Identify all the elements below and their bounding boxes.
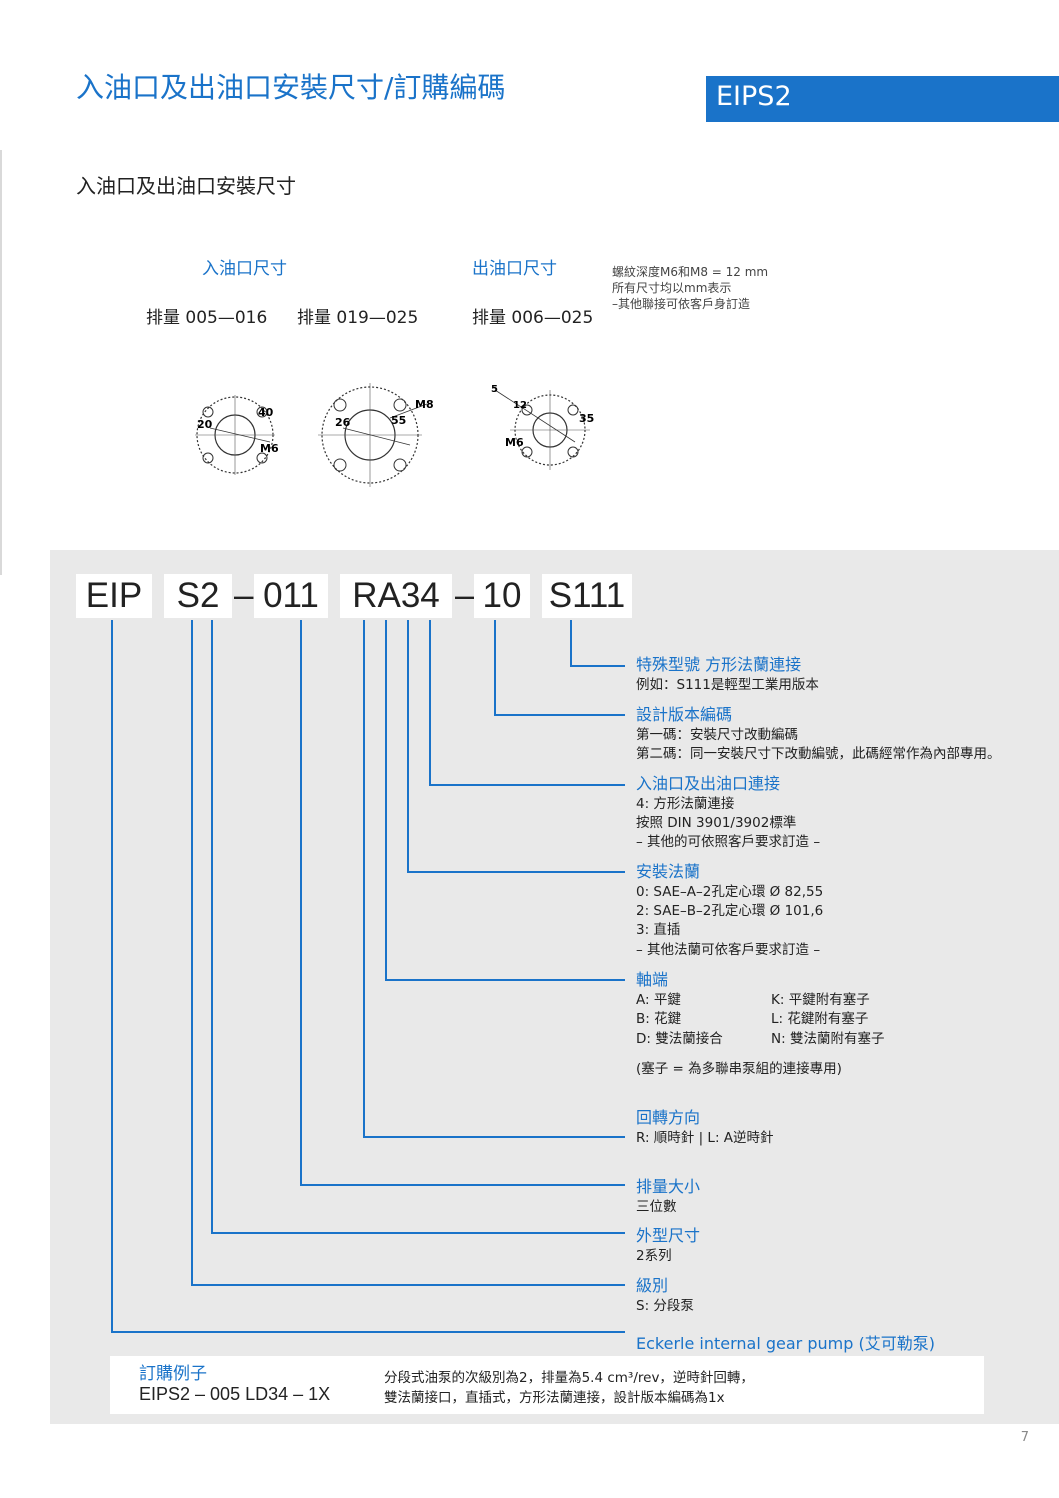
dim-label: M8 — [415, 398, 434, 411]
connector-line — [300, 620, 302, 1186]
connector-line — [191, 620, 193, 1286]
connector-line — [407, 871, 625, 873]
connector-line — [494, 714, 625, 716]
order-example-label: 訂購例子 — [139, 1364, 207, 1384]
connector-line — [407, 620, 409, 873]
item-title-special-model: 特殊型號 方形法蘭連接 — [636, 655, 802, 674]
dim-label: 12 — [513, 400, 527, 411]
item-line: 3: 直插 — [636, 922, 681, 938]
order-example-code: EIPS2 – 005 LD34 – 1X — [139, 1384, 331, 1404]
inlet-flange-drawing-large: M8 26 55 — [318, 383, 434, 487]
section-title: 入油口及出油口安裝尺寸 — [76, 174, 296, 198]
order-example-desc: 雙法蘭接口，直插式，方形法蘭連接，設計版本編碼為1x — [384, 1390, 725, 1406]
connector-line — [191, 1284, 625, 1286]
item-title-frame-size: 外型尺寸 — [636, 1226, 701, 1245]
item-title-class: 級別 — [636, 1276, 669, 1295]
connector-line — [494, 620, 496, 716]
connector-line — [570, 620, 572, 666]
page-number: 7 — [1020, 1430, 1029, 1445]
note-line: –其他聯接可依客戶身訂造 — [612, 297, 751, 311]
dim-label: 26 — [335, 416, 351, 429]
item-line: S: 分段泵 — [636, 1298, 694, 1314]
item-line: 第一碼：安裝尺寸改動編碼 — [636, 727, 798, 743]
item-line: 例如：S111是輕型工業用版本 — [636, 677, 819, 693]
connector-line — [211, 1232, 625, 1234]
connector-line — [429, 784, 625, 786]
item-line: 三位數 — [636, 1199, 677, 1215]
dim-label: 55 — [391, 414, 406, 427]
connector-line — [111, 620, 113, 1333]
item-title-design-version: 設計版本編碼 — [636, 705, 733, 724]
order-example-box — [110, 1356, 984, 1414]
connector-line — [111, 1331, 625, 1333]
connector-line — [570, 665, 625, 667]
item-line: D: 雙法蘭接合 — [636, 1031, 723, 1047]
item-line: N: 雙法蘭附有塞子 — [771, 1031, 885, 1047]
note-line: 螺紋深度M6和M8 = 12 mm — [612, 265, 769, 279]
connector-line — [300, 1184, 625, 1186]
note-line: 所有尺寸均以mm表示 — [612, 281, 732, 295]
item-line: 2系列 — [636, 1248, 672, 1264]
code-dash: – — [234, 576, 254, 615]
displacement-label-1: 排量 005—016 — [146, 308, 268, 328]
item-line: K: 平鍵附有塞子 — [771, 992, 870, 1008]
item-line: 2: SAE–B–2孔定心環 Ø 101,6 — [636, 903, 824, 919]
connector-line — [429, 620, 431, 786]
connector-line — [385, 979, 625, 981]
inlet-flange-drawing-small: 40 20 M6 — [195, 395, 279, 475]
item-line: – 其他法蘭可依客戶要求訂造 – — [636, 942, 821, 958]
dim-label: 20 — [197, 418, 213, 431]
code-segment-eip: EIP — [76, 574, 152, 618]
outlet-flange-drawing: 5 12 35 M6 — [491, 384, 594, 470]
item-line: 0: SAE–A–2孔定心環 Ø 82,55 — [636, 884, 824, 900]
connector-line — [385, 620, 387, 981]
order-code-panel — [50, 550, 1059, 1424]
item-title-displacement: 排量大小 — [636, 1177, 701, 1196]
item-line: – 其他的可依照客戶要求訂造 – — [636, 834, 821, 850]
code-segment-011: 011 — [254, 574, 328, 618]
item-title-shaft-end: 軸端 — [636, 970, 669, 989]
item-line: 按照 DIN 3901/3902標準 — [636, 815, 797, 831]
code-dash: – — [455, 576, 475, 615]
item-title-mounting-flange: 安裝法蘭 — [636, 862, 701, 881]
item-line: R: 順時針 | L: A逆時針 — [636, 1130, 774, 1146]
code-segment-10: 10 — [474, 574, 530, 618]
dim-label: 35 — [579, 412, 594, 425]
connector-line — [363, 620, 365, 1138]
displacement-label-3: 排量 006—025 — [472, 308, 594, 328]
item-note: (塞子 = 為多聯串泵組的連接專用) — [636, 1061, 842, 1077]
code-segment-ra34: RA34 — [340, 574, 452, 618]
item-line: B: 花鍵 — [636, 1011, 682, 1027]
displacement-label-2: 排量 019—025 — [297, 308, 419, 328]
left-margin-rule — [0, 150, 2, 575]
dim-label: M6 — [260, 442, 279, 455]
header-badge-label: EIPS2 — [716, 81, 792, 112]
dimension-notes: 螺紋深度M6和M8 = 12 mm 所有尺寸均以mm表示 –其他聯接可依客戶身訂… — [612, 264, 768, 312]
code-segment-s2: S2 — [164, 574, 232, 618]
item-title-rotation: 回轉方向 — [636, 1108, 701, 1127]
connector-line — [211, 620, 213, 1234]
dim-label: M6 — [505, 436, 524, 449]
item-line: 4: 方形法蘭連接 — [636, 796, 735, 812]
inlet-heading: 入油口尺寸 — [202, 259, 287, 279]
page-title: 入油口及出油口安裝尺寸/訂購編碼 — [76, 71, 506, 104]
outlet-heading: 出油口尺寸 — [472, 259, 557, 279]
connector-line — [363, 1136, 625, 1138]
item-title-port-connection: 入油口及出油口連接 — [636, 774, 781, 793]
item-line: 第二碼：同一安裝尺寸下改動編號，此碼經常作為內部專用。 — [636, 746, 1001, 762]
dim-label: 40 — [258, 406, 274, 419]
item-line: A: 平鍵 — [636, 992, 681, 1008]
dim-label: 5 — [491, 384, 498, 395]
order-example-desc: 分段式油泵的次級別為2，排量為5.4 cm³/rev，逆時針回轉， — [384, 1370, 754, 1386]
code-segment-s111: S111 — [542, 574, 632, 618]
header-badge: EIPS2 — [706, 76, 1059, 122]
item-line: L: 花鍵附有塞子 — [771, 1011, 869, 1027]
item-title-eckerle: Eckerle internal gear pump (艾可勒泵) — [636, 1334, 935, 1353]
